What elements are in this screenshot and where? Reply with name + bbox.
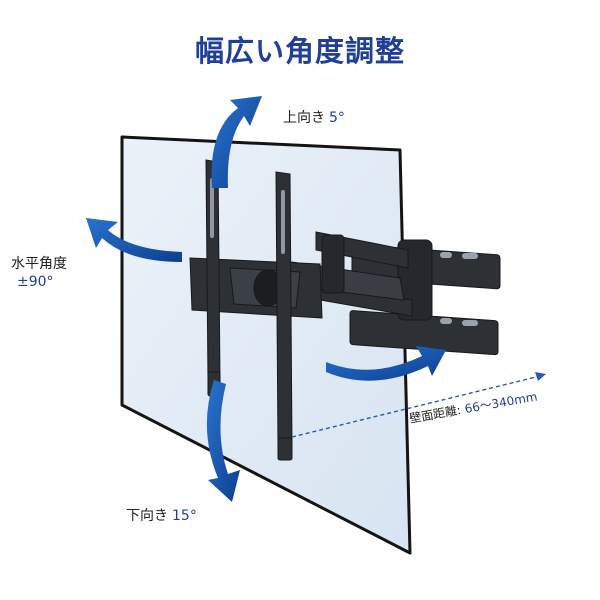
distance-dashed-line [291,375,541,438]
up-arrow-icon [211,96,262,188]
distance-arrowhead [535,372,546,381]
swivel-value: ±90° [17,274,54,290]
tilt-up-value: 5° [329,110,345,126]
tv-bracket-right [275,171,293,461]
tilt-down-value: 15° [172,508,197,524]
tilt-down-text: 下向き [126,508,168,524]
wall-mount-arms [291,231,501,356]
tilt-up-text: 上向き [283,110,325,126]
swivel-text: 水平角度 [11,256,67,272]
page-title: 幅広い角度調整 [194,34,405,68]
left-arrow-icon [86,218,182,262]
swivel-label: 水平角度 ±90° [11,255,67,291]
down-arrow-icon [206,380,240,502]
right-arrow-icon [326,346,446,381]
